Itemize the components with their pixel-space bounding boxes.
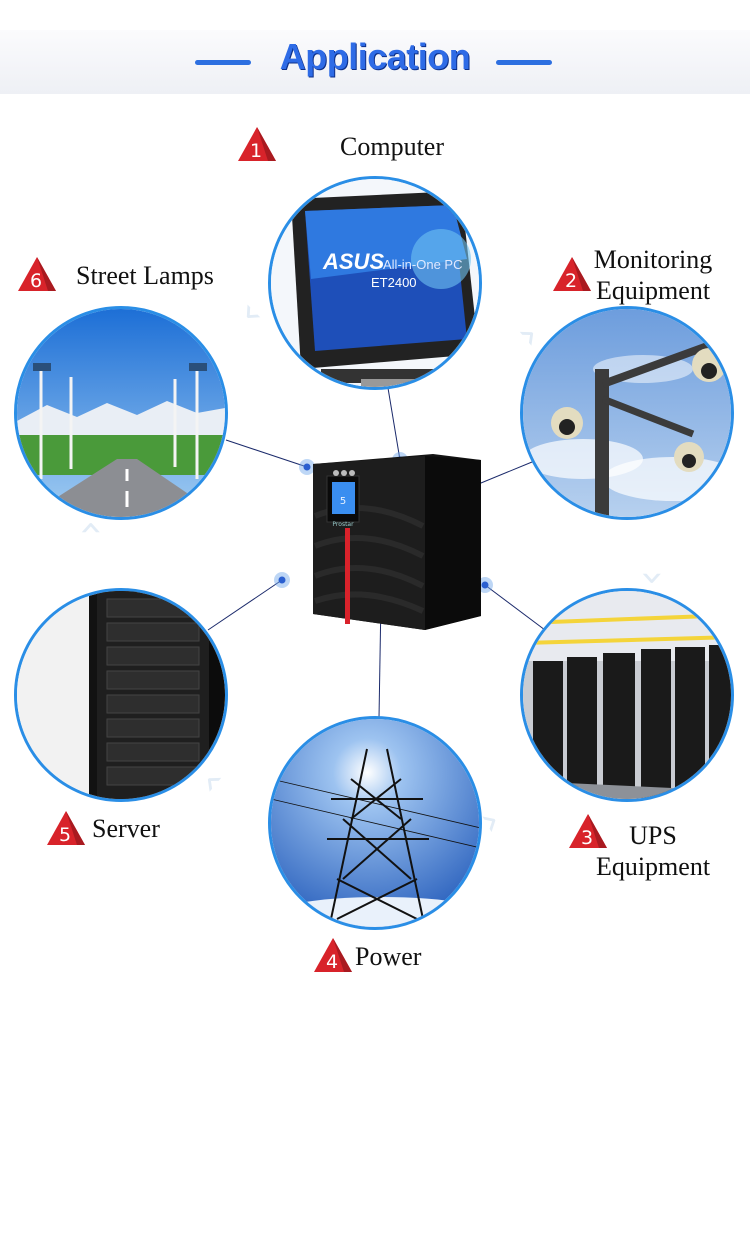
data-center-image — [520, 588, 734, 802]
badge-4-icon: 4 — [314, 938, 352, 973]
svg-text:4: 4 — [326, 951, 338, 973]
header-right-rule — [496, 60, 552, 65]
label-ups-line-2: Equipment — [595, 852, 711, 881]
label-power: Power — [355, 942, 422, 971]
svg-text:Prostar: Prostar — [332, 521, 354, 528]
badge-5-icon: 5 — [47, 811, 85, 846]
badge-1-icon: 1 — [238, 127, 276, 162]
ups-unit-image: 5 Prostar — [313, 454, 481, 630]
street-lamps-image — [14, 306, 228, 520]
svg-text:ET2400: ET2400 — [371, 275, 417, 290]
svg-text:6: 6 — [30, 270, 42, 292]
svg-text:All-in-One PC: All-in-One PC — [383, 257, 462, 272]
label-street-lamps: Street Lamps — [76, 261, 214, 290]
badge-2-icon: 2 — [553, 257, 591, 292]
header-left-rule — [195, 60, 251, 65]
label-server: Server — [92, 814, 160, 843]
computer-monitor-image: ASUS All-in-One PC ET2400 — [268, 176, 482, 390]
badge-6-icon: 6 — [18, 257, 56, 292]
label-ups-equipment: UPS Equipment — [585, 820, 721, 882]
svg-text:5: 5 — [59, 824, 71, 846]
label-monitoring-line-2: Equipment — [595, 276, 711, 305]
page-title: Application — [279, 36, 471, 77]
power-tower-image — [268, 716, 482, 930]
badge-3-icon: 3 — [569, 814, 607, 849]
label-monitoring-equipment: Monitoring Equipment — [585, 244, 721, 306]
header-banner — [0, 30, 750, 94]
svg-text:1: 1 — [250, 140, 262, 162]
svg-text:2: 2 — [565, 270, 577, 292]
svg-text:3: 3 — [581, 827, 593, 849]
label-ups-line-1: UPS — [629, 821, 677, 850]
svg-text:ASUS: ASUS — [322, 249, 384, 274]
svg-text:5: 5 — [340, 496, 346, 507]
label-computer: Computer — [340, 132, 444, 161]
security-camera-image — [520, 306, 734, 520]
server-rack-image — [14, 588, 228, 802]
label-monitoring-line-1: Monitoring — [593, 245, 713, 274]
